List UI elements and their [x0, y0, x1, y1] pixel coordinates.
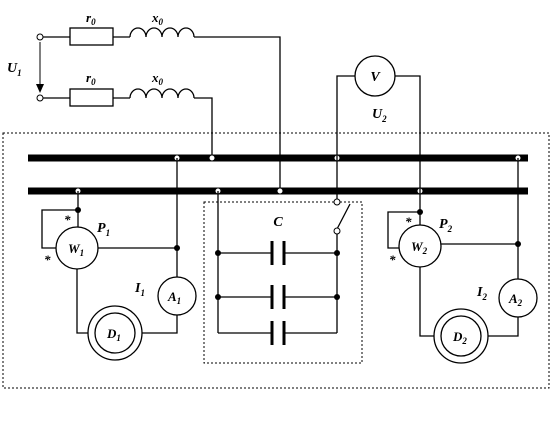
- star-w1-voltage: *: [44, 252, 51, 267]
- wire: [486, 317, 519, 337]
- supply-terminal-bottom: [36, 94, 44, 102]
- label-d1: D1: [106, 326, 121, 343]
- junction-dot: [515, 241, 521, 247]
- capacitor-row-2: [215, 285, 340, 309]
- label-i2: I2: [476, 285, 487, 302]
- junction-dot: [75, 207, 81, 213]
- label-u2: U2: [372, 107, 387, 124]
- wire: [419, 267, 436, 337]
- load-d1-inner: [94, 312, 136, 354]
- switch-blade: [336, 203, 351, 230]
- label-i1: I1: [134, 281, 145, 298]
- star-w2-current: *: [405, 214, 412, 229]
- label-w1: W1: [68, 241, 84, 258]
- junction-dot: [276, 187, 284, 195]
- star-w2-voltage: *: [389, 252, 396, 267]
- wire: [142, 315, 178, 334]
- voltmeter-symbol: [354, 55, 396, 97]
- label-capacitor: C: [273, 215, 283, 230]
- switch-contact: [333, 227, 341, 235]
- capacitor-row-3: [218, 321, 337, 345]
- label-voltmeter: V: [370, 70, 381, 85]
- label-w2: W2: [411, 239, 428, 256]
- supply-wire-bottom-3: [194, 97, 213, 158]
- label-p1: P1: [97, 221, 110, 238]
- label-x0-bottom: x0: [151, 70, 164, 87]
- inductor-x0-bottom: [129, 88, 195, 99]
- capacitor-bank-boundary: [203, 201, 363, 364]
- junction-dot: [334, 250, 340, 256]
- label-d2: D2: [452, 329, 467, 346]
- label-x0-top: x0: [151, 10, 164, 27]
- outer-boundary: [2, 132, 550, 389]
- wire: [41, 209, 78, 249]
- junction-dot: [215, 250, 221, 256]
- resistor-r0-bottom: [69, 88, 114, 107]
- load-d2-inner: [440, 315, 482, 357]
- junction-dot: [215, 294, 221, 300]
- label-a2: A2: [508, 291, 523, 308]
- label-r0-top: r0: [86, 10, 96, 27]
- junction-dot: [174, 245, 180, 251]
- wire: [76, 269, 88, 334]
- supply-wire-top-3: [194, 36, 281, 191]
- label-p2: P2: [439, 217, 453, 234]
- voltmeter-wire-right: [395, 75, 421, 191]
- inductor-x0-top: [129, 27, 195, 38]
- junction-dot: [208, 154, 216, 162]
- label-u1: U1: [7, 61, 22, 78]
- voltmeter-wire-left: [336, 75, 355, 158]
- label-a1: A1: [167, 289, 181, 306]
- junction-dot: [334, 294, 340, 300]
- label-r0-bottom: r0: [86, 70, 96, 87]
- capacitor-row-1: [215, 241, 340, 265]
- star-w1-current: *: [64, 212, 71, 227]
- resistor-r0-top: [69, 27, 114, 46]
- wire: [387, 211, 420, 249]
- junction-dot: [417, 209, 423, 215]
- switch-contact: [333, 198, 341, 206]
- u1-arrow-head: [36, 84, 44, 93]
- supply-terminal-top: [36, 33, 44, 41]
